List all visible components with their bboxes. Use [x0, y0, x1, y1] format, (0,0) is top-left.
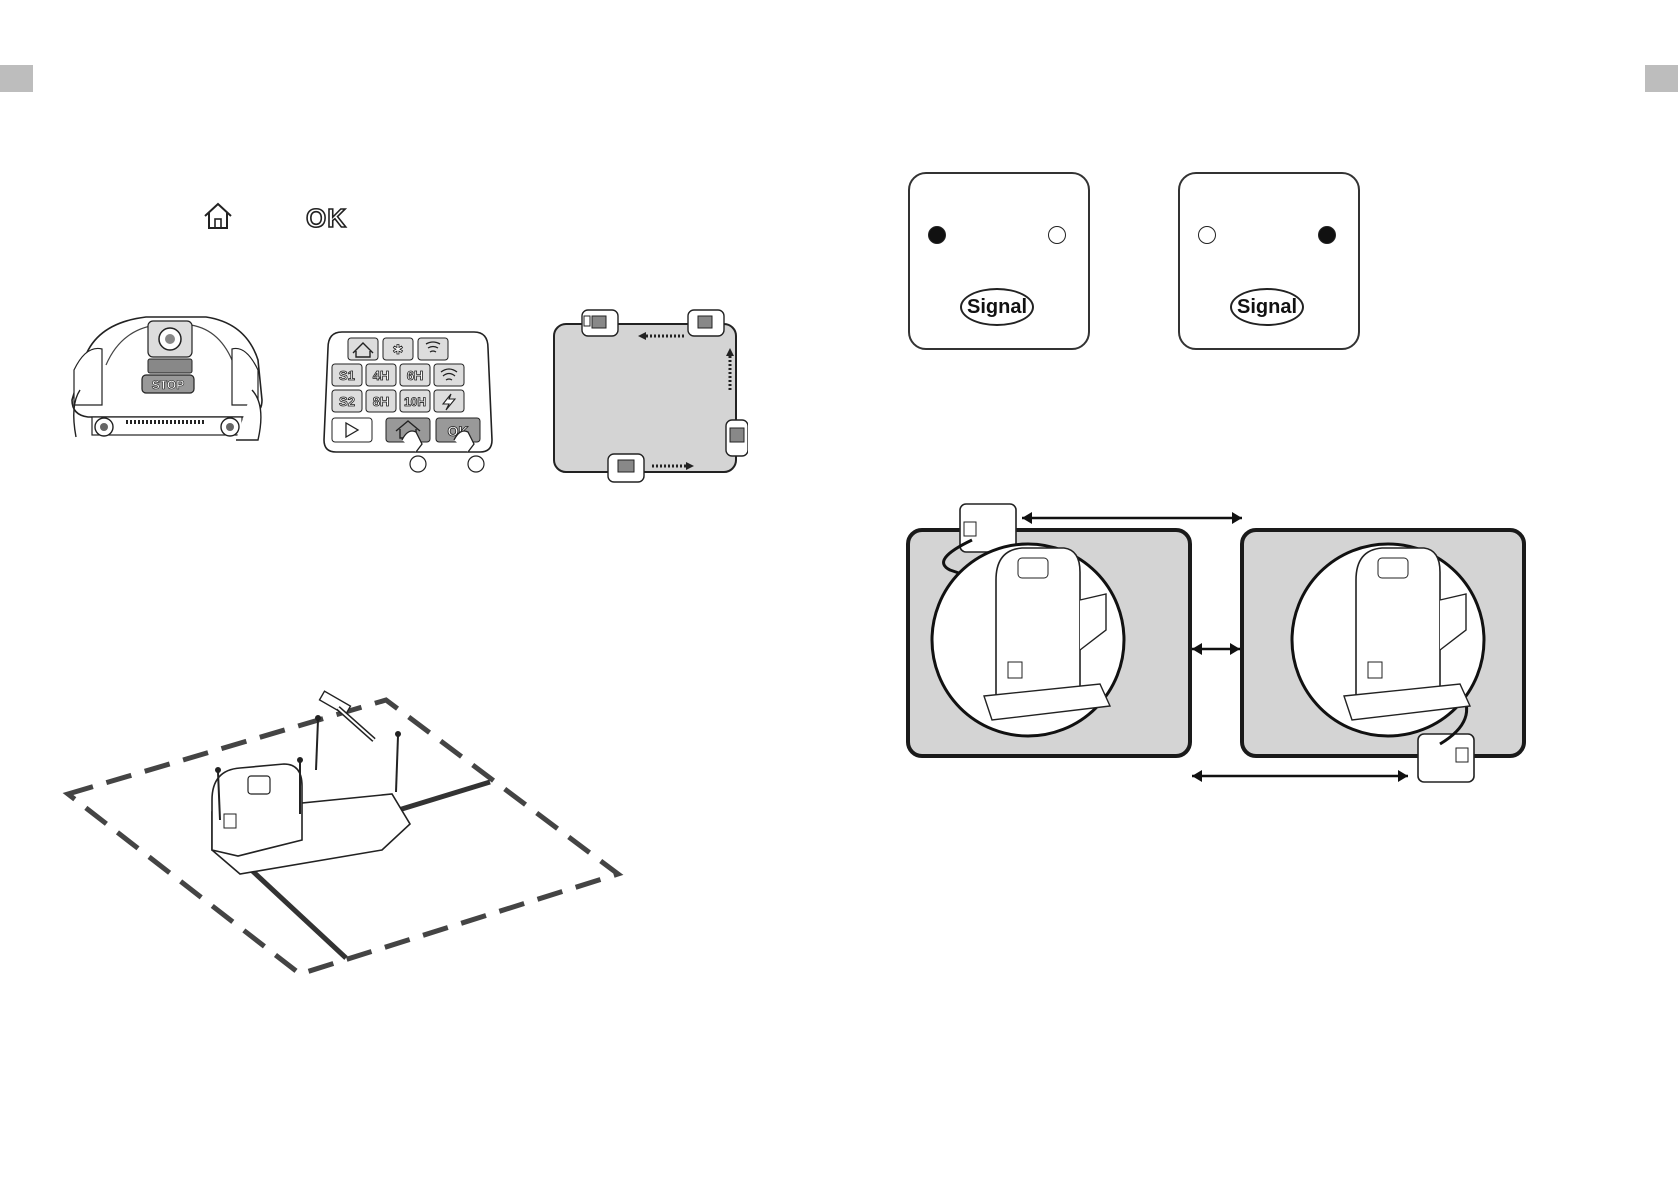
svg-text:6H: 6H — [407, 368, 424, 383]
signal-box-right-indicator: Signal — [1178, 172, 1360, 350]
svg-text:10H: 10H — [404, 395, 426, 409]
charging-station-installation-illustration — [62, 690, 628, 980]
signal-led-left — [1198, 226, 1216, 244]
charging-station-placement-diagram — [900, 500, 1530, 790]
signal-label: Signal — [960, 288, 1034, 326]
inline-ok-label: OK — [306, 203, 347, 234]
control-panel-illustration: ✱ S1 4H 6H S2 8H 10H OK — [322, 328, 494, 474]
signal-led-left — [928, 226, 946, 244]
svg-text:S1: S1 — [339, 368, 355, 383]
mower-icon-bottom — [608, 454, 644, 482]
svg-text:8H: 8H — [373, 394, 390, 409]
inline-home-icon — [202, 201, 234, 231]
perimeter-path-illustration — [548, 308, 748, 486]
mower-icon-top-left — [582, 310, 618, 336]
signal-led-right — [1318, 226, 1336, 244]
left-page-tab — [0, 65, 33, 92]
mower-icon-right — [726, 420, 748, 456]
svg-text:S2: S2 — [339, 394, 355, 409]
svg-text:4H: 4H — [373, 368, 390, 383]
right-page-tab — [1645, 65, 1678, 92]
hammer-icon — [320, 691, 374, 740]
signal-label: Signal — [1230, 288, 1304, 326]
robot-mower-illustration: STOP — [66, 305, 266, 455]
signal-box-left-indicator: Signal — [908, 172, 1090, 350]
svg-text:✱: ✱ — [393, 342, 404, 357]
signal-led-right — [1048, 226, 1066, 244]
svg-text:STOP: STOP — [152, 378, 184, 392]
mower-icon-top-right — [688, 310, 724, 336]
